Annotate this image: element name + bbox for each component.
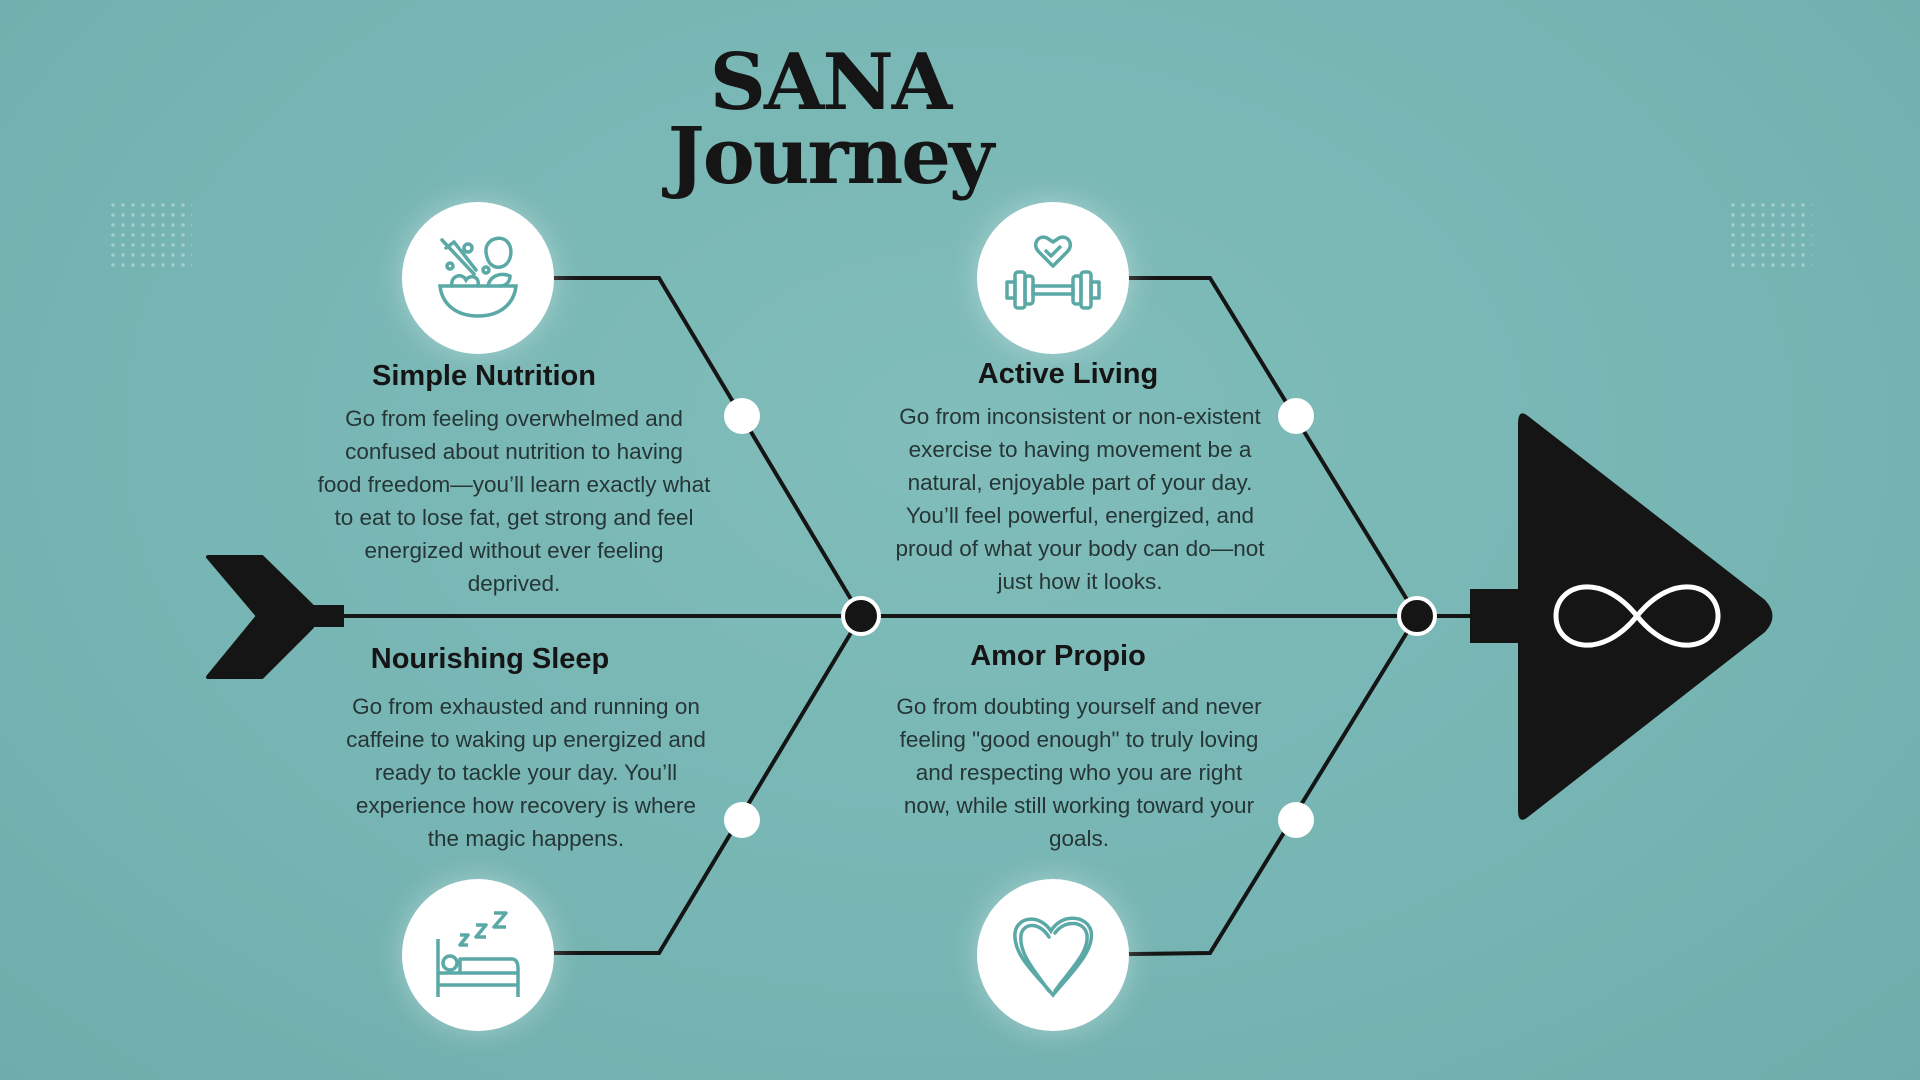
body-line: natural, enjoyable part of your day.: [907, 470, 1253, 495]
branch-dot-amor: [1278, 802, 1314, 838]
active-icon-circle: [977, 202, 1129, 354]
title-line-1: SANA: [709, 37, 953, 128]
junction-dot-1: [841, 596, 881, 636]
body-line: proud of what your body can do—not: [895, 536, 1265, 561]
body-line: Go from exhausted and running on: [352, 694, 700, 719]
branch-title-active: Active Living: [977, 358, 1159, 390]
infinity-icon: [1553, 584, 1721, 648]
body-line: and respecting who you are right: [915, 760, 1243, 785]
tail-arrow: [206, 555, 314, 679]
sleep-icon-circle: [402, 879, 554, 1031]
body-line: to eat to lose fat, get strong and feel: [334, 505, 694, 530]
body-line: just how it looks.: [997, 569, 1163, 594]
body-line: experience how recovery is where: [355, 793, 697, 818]
branch-title-sleep: Nourishing Sleep: [370, 643, 610, 675]
tail-connector: [306, 605, 344, 627]
body-line: Go from feeling overwhelmed and: [345, 406, 683, 431]
body-line: now, while still working toward your: [903, 793, 1255, 818]
sleeping-bed-icon: [436, 911, 520, 997]
nutrition-icon-circle: [402, 202, 554, 354]
head-connector: [1470, 589, 1522, 643]
heart-icon: [1013, 916, 1094, 998]
branch-body-active: Go from inconsistent or non-existent exe…: [860, 400, 1300, 598]
branch-dot-sleep: [724, 802, 760, 838]
body-line: exercise to having movement be a: [908, 437, 1252, 462]
branch-dot-active: [1278, 398, 1314, 434]
body-line: energized without ever feeling: [364, 538, 664, 563]
body-line: Go from doubting yourself and never: [896, 694, 1262, 719]
branch-body-nutrition: Go from feeling overwhelmed and confused…: [294, 402, 734, 600]
branch-title-amor: Amor Propio: [970, 640, 1146, 672]
decorative-dot-grid-left: [108, 200, 192, 270]
branch-title-nutrition: Simple Nutrition: [372, 360, 596, 392]
amor-icon-circle: [977, 879, 1129, 1031]
body-line: goals.: [1048, 826, 1110, 851]
body-line: ready to tackle your day. You’ll: [374, 760, 678, 785]
body-line: feeling "good enough" to truly loving: [899, 727, 1259, 752]
head-triangle: [1518, 413, 1773, 820]
branch-body-sleep: Go from exhausted and running on caffein…: [306, 690, 746, 855]
decorative-dot-grid-right: [1728, 200, 1812, 270]
body-line: Go from inconsistent or non-existent: [899, 404, 1261, 429]
branch-body-amor: Go from doubting yourself and never feel…: [859, 690, 1299, 855]
body-line: the magic happens.: [427, 826, 625, 851]
body-line: deprived.: [467, 571, 561, 596]
junction-dot-2: [1397, 596, 1437, 636]
body-line: caffeine to waking up energized and: [346, 727, 706, 752]
branch-dot-nutrition: [724, 398, 760, 434]
body-line: You’ll feel powerful, energized, and: [905, 503, 1255, 528]
title-line-2: Journey: [667, 111, 994, 202]
body-line: confused about nutrition to having: [345, 439, 683, 464]
dumbbell-heart-icon: [1005, 235, 1101, 310]
salad-bowl-icon: [438, 236, 518, 318]
body-line: food freedom—you’ll learn exactly what: [317, 472, 711, 497]
